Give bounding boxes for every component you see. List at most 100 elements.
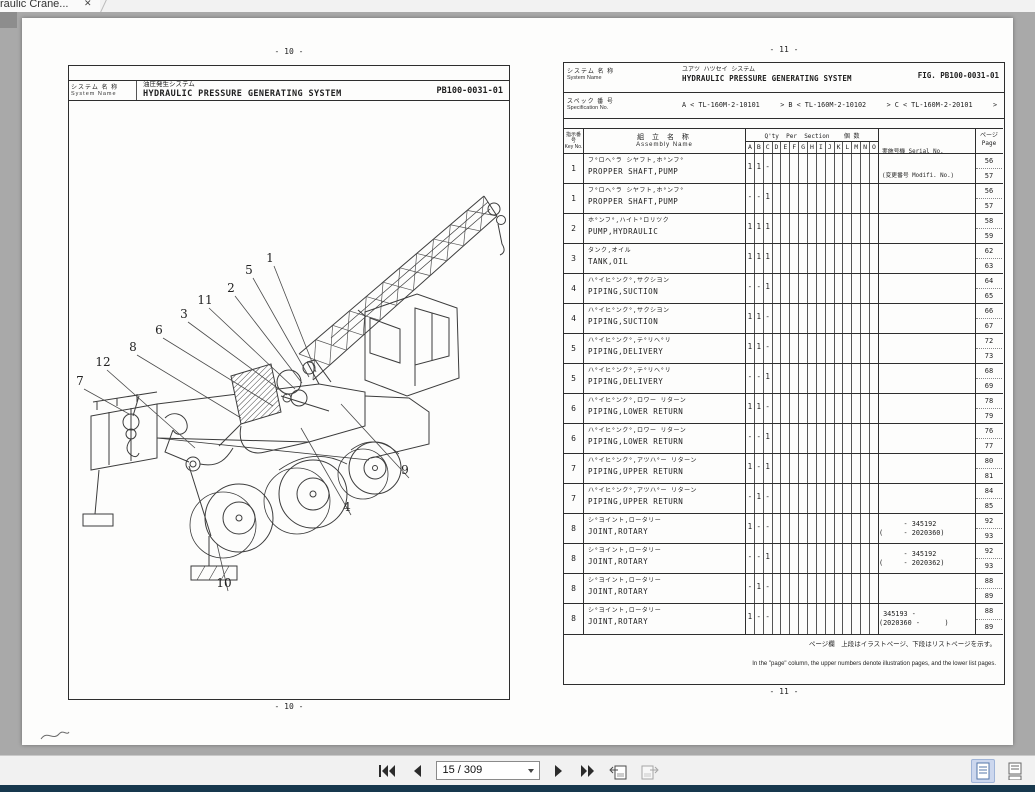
qty-K <box>835 574 844 603</box>
qty-L <box>843 574 853 603</box>
qty-G <box>799 214 809 243</box>
illustration-page: 58 <box>976 214 1002 229</box>
qty-A: 1 <box>746 154 755 183</box>
next-view-button[interactable] <box>638 761 660 781</box>
qty-A: 1 <box>746 214 755 243</box>
qty-G <box>799 544 809 573</box>
qty-F <box>790 544 800 573</box>
page-dropdown-caret[interactable] <box>527 769 534 773</box>
qty-F <box>790 274 800 303</box>
qty-D <box>773 274 782 303</box>
qty-H <box>808 604 817 634</box>
qty-C: 1 <box>764 244 773 273</box>
serial-no: 345193 -(2020360 - ) <box>879 604 976 634</box>
tab-close-icon[interactable]: ✕ <box>84 0 92 8</box>
qty-D <box>773 454 782 483</box>
qty-F <box>790 394 800 423</box>
assembly-name-kana: ハ°イヒ°ンク°,テ°リヘ°リ <box>588 337 672 344</box>
qty-B: 1 <box>755 484 764 513</box>
qty-cells: -1- <box>746 484 879 513</box>
qty-B: - <box>755 274 764 303</box>
qty-E <box>781 604 791 634</box>
qty-G <box>799 334 809 363</box>
qty-L <box>843 334 853 363</box>
qty-J <box>826 334 835 363</box>
qty-col-D: D <box>773 142 782 153</box>
qty-col-F: F <box>790 142 800 153</box>
qty-I <box>817 244 826 273</box>
qty-E <box>781 184 791 213</box>
qty-B: - <box>755 544 764 573</box>
list-page: 69 <box>984 382 994 390</box>
document-tab[interactable]: raulic Crane... ✕ <box>0 0 100 12</box>
qty-K <box>835 484 844 513</box>
single-page-layout-button[interactable] <box>971 759 995 783</box>
serial-no <box>879 484 976 513</box>
page-number-input[interactable]: 15 / 309 <box>435 761 540 780</box>
list-page: 67 <box>984 322 994 330</box>
qty-M <box>852 244 862 273</box>
continuous-layout-icon <box>1008 762 1022 780</box>
next-page-icon <box>554 764 562 777</box>
qty-A: - <box>746 574 755 603</box>
qty-I <box>817 454 826 483</box>
qty-I <box>817 274 826 303</box>
qty-I <box>817 574 826 603</box>
qty-C: 1 <box>764 424 773 453</box>
navigation-toolbar: 15 / 309 <box>0 755 1035 785</box>
qty-C: 1 <box>764 214 773 243</box>
qty-O <box>870 154 878 183</box>
qty-B: 1 <box>755 214 764 243</box>
qty-K <box>835 184 844 213</box>
first-page-button[interactable] <box>376 761 398 781</box>
next-view-icon <box>641 765 659 779</box>
last-page-button[interactable] <box>578 761 600 781</box>
list-page: 81 <box>984 472 994 480</box>
callout-7: 7 <box>76 374 84 388</box>
qty-N <box>861 454 871 483</box>
previous-page-button[interactable] <box>406 761 428 781</box>
callout-9: 9 <box>401 463 409 477</box>
qty-I <box>817 364 826 393</box>
assembly-name-en: PIPING,SUCTION <box>588 317 659 326</box>
qty-B: 1 <box>755 304 764 333</box>
serial-no: - 345192( - 2020360) <box>879 514 976 543</box>
previous-view-button[interactable] <box>608 761 630 781</box>
assembly-name-en: PIPING,UPPER RETURN <box>588 497 684 506</box>
serial-no <box>879 424 976 453</box>
continuous-layout-button[interactable] <box>1003 759 1027 783</box>
qty-J <box>826 514 835 543</box>
qty-D <box>773 214 782 243</box>
next-page-button[interactable] <box>548 761 570 781</box>
serial-line-2: (2020360 - ) <box>879 619 949 627</box>
assembly-name-kana: ハ°イヒ°ンク°,サクシヨン <box>588 277 670 284</box>
assembly-name-kana: シ°ヨイント,ロータリー <box>588 577 662 584</box>
qty-K <box>835 544 844 573</box>
list-page: 77 <box>984 442 994 450</box>
callout-11: 11 <box>197 293 212 307</box>
qty-J <box>826 454 835 483</box>
list-page: 65 <box>984 292 994 300</box>
qty-M <box>852 304 862 333</box>
qty-K <box>835 244 844 273</box>
qty-E <box>781 154 791 183</box>
qty-K <box>835 514 844 543</box>
qty-F <box>790 244 800 273</box>
